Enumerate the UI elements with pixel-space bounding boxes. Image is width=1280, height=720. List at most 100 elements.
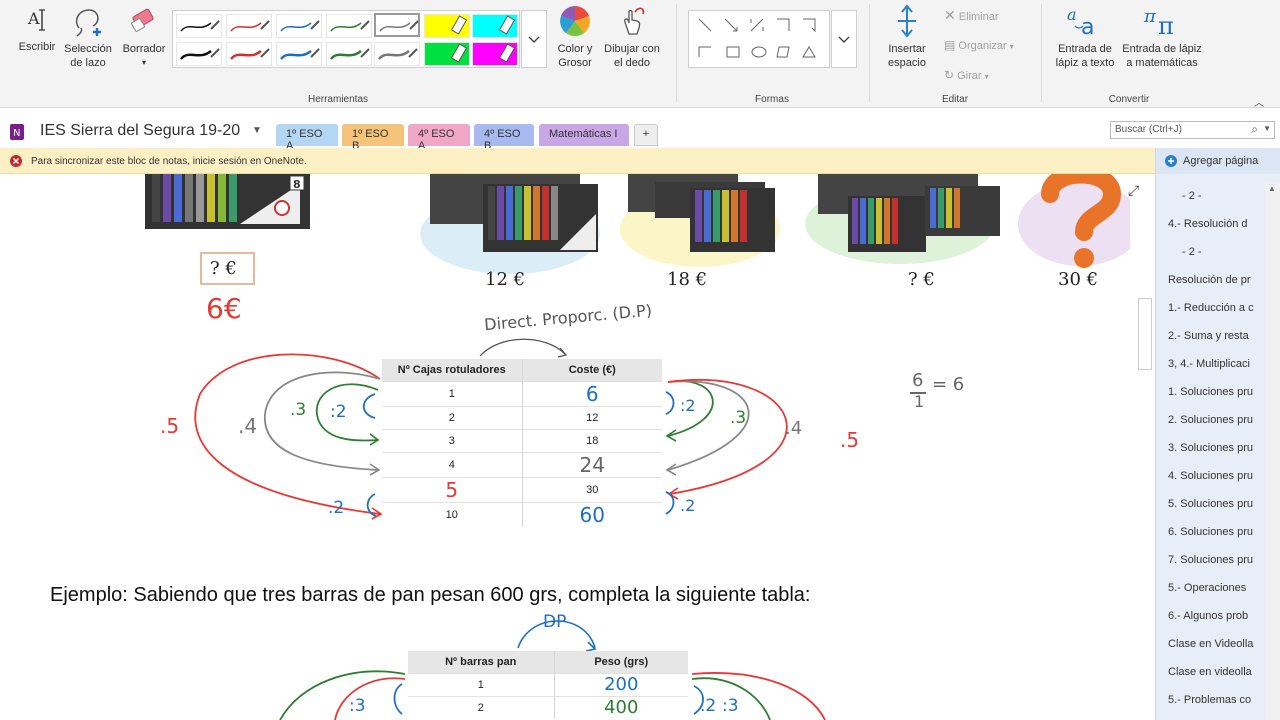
page-list-item[interactable]: 6.- Algunos prob [1168, 610, 1249, 622]
canvas-scrollbar[interactable] [1138, 298, 1152, 370]
pen-gallery-expand[interactable] [521, 10, 547, 68]
page-list-item[interactable]: - 2 - [1182, 246, 1202, 258]
shapes-icons [698, 18, 816, 58]
page-list-item[interactable]: 5.- Problemas co [1168, 694, 1252, 706]
section-tab[interactable]: Matemáticas I [539, 124, 629, 146]
eraser-dropdown-icon[interactable]: ▾ [141, 58, 146, 67]
triangle-shape-icon [802, 46, 816, 58]
marker-boxes-illustration: 8 [145, 174, 1130, 274]
table1-cell[interactable]: 5 [382, 476, 523, 502]
pen-black-2[interactable] [176, 42, 222, 66]
scroll-up-icon[interactable]: ▲ [1268, 184, 1276, 193]
page-list-item[interactable]: 5. Soluciones pru [1168, 498, 1253, 510]
insert-space-button[interactable]: Insertar espacio [880, 4, 934, 70]
pen-green-2[interactable] [326, 42, 372, 66]
page-list-item[interactable]: 7. Soluciones pru [1168, 554, 1253, 566]
highlighter-magenta[interactable] [472, 42, 518, 66]
collapse-ribbon-icon[interactable]: ︿ [1254, 98, 1264, 109]
handwritten-value: 24 [579, 452, 605, 477]
rotate-button[interactable]: ↻ Girar ▾ [944, 68, 989, 84]
pen-blue-1[interactable] [276, 14, 322, 38]
table2-cell[interactable]: 2 [408, 695, 555, 719]
delete-button[interactable]: ✕ Eliminar [944, 8, 999, 24]
page-list-item[interactable]: Clase en Videolla [1168, 638, 1254, 650]
lasso-label-1: Selección [64, 43, 112, 55]
eraser-button[interactable]: Borrador ▾ [118, 6, 170, 70]
pen-gray-2[interactable] [374, 42, 420, 66]
search-input[interactable]: Buscar (Ctrl+J) ⌕ ▼ [1110, 121, 1275, 139]
left-op-times2: .2 [328, 498, 345, 518]
shapes-gallery-expand[interactable] [831, 10, 857, 68]
chevron-down-icon[interactable]: ▼ [1263, 124, 1271, 133]
table1-cell[interactable]: 18 [522, 428, 662, 452]
page-list-item[interactable]: Resolución de pr [1168, 274, 1251, 286]
pen-stroke-icon [280, 48, 320, 60]
page-list-item[interactable]: 4.- Resolución d [1168, 218, 1248, 230]
pen-gray-selected[interactable] [374, 13, 420, 37]
pen-green-1[interactable] [326, 14, 372, 38]
table2-cell[interactable]: 400 [554, 695, 688, 719]
table2-cell[interactable]: 200 [554, 672, 688, 696]
table1-cell[interactable]: 2 [382, 405, 523, 429]
svg-text:a: a [1067, 5, 1077, 24]
lasso-button[interactable]: Selección de lazo [60, 6, 116, 70]
group-separator [676, 4, 677, 102]
table1-cell[interactable]: 24 [522, 451, 662, 477]
svg-text:π: π [1158, 12, 1174, 38]
pen-blue-2[interactable] [276, 42, 322, 66]
section-tab[interactable]: 1º ESO B [342, 124, 404, 152]
highlighter-green[interactable] [424, 42, 470, 66]
table1-cell[interactable]: 12 [522, 405, 662, 429]
section-tab[interactable]: + [634, 124, 658, 146]
page-list-item[interactable]: 5.- Operaciones [1168, 582, 1247, 594]
section-tab[interactable]: 4º ESO A [408, 124, 470, 152]
arrange-button[interactable]: ▤ Organizar ▾ [944, 38, 1014, 54]
table1-cell[interactable]: 1 [382, 380, 523, 406]
draw-with-finger-button[interactable]: Dibujar con el dedo [600, 4, 664, 70]
page-list-item[interactable]: 2. Soluciones pru [1168, 414, 1253, 426]
page-list-item[interactable]: Clase en videolla [1168, 666, 1252, 678]
pen-red-2[interactable] [226, 42, 272, 66]
highlighter-yellow[interactable] [424, 14, 470, 38]
pen-stroke-icon [230, 20, 270, 32]
pen-black-1[interactable] [176, 14, 222, 38]
section-tab[interactable]: 1º ESO A [276, 124, 338, 152]
page-list-item[interactable]: 4. Soluciones pru [1168, 470, 1253, 482]
left-op-times3: .3 [290, 400, 307, 420]
arrange-label: Organizar [958, 40, 1007, 52]
expand-page-icon[interactable]: ⤢ [1128, 182, 1140, 198]
table1-cell[interactable]: 10 [382, 501, 523, 527]
page-list-item[interactable]: 1. Soluciones pru [1168, 386, 1253, 398]
pen-red-1[interactable] [226, 14, 272, 38]
page-list-item[interactable]: 1.- Reducción a c [1168, 302, 1254, 314]
page-list-item[interactable]: 6. Soluciones pru [1168, 526, 1253, 538]
highlighter-cyan[interactable] [472, 14, 518, 38]
ink-to-text-button[interactable]: a a Entrada de lápiz a texto [1052, 4, 1118, 70]
write-button[interactable]: A Escribir [16, 6, 58, 54]
page-list-item[interactable]: 3, 4.- Multiplicaci [1168, 358, 1250, 370]
table1-cell[interactable]: 60 [522, 501, 662, 527]
page-list-item[interactable]: 3. Soluciones pru [1168, 442, 1253, 454]
handwritten-value: 200 [604, 674, 639, 695]
svg-text:8: 8 [293, 178, 301, 191]
color-size-button[interactable]: Color y Grosor [552, 4, 598, 70]
section-tab[interactable]: 4º ESO B [474, 124, 534, 152]
page-canvas[interactable]: 8 [0, 174, 1155, 720]
finger-label-1: Dibujar con [604, 43, 660, 55]
table2-cell[interactable]: 1 [408, 672, 555, 696]
page-list-item[interactable]: - 2 - [1182, 190, 1202, 202]
notebook-title[interactable]: IES Sierra del Segura 19-20 [40, 122, 241, 139]
pages-scrollbar[interactable]: ▲ [1265, 182, 1280, 720]
price-unknown-2: ? € [908, 269, 935, 290]
table1-cell[interactable]: 30 [522, 476, 662, 502]
table1-cell[interactable]: 6 [522, 380, 662, 406]
table1-cell[interactable]: 4 [382, 451, 523, 477]
handwritten-answer-6: 6€ [206, 292, 242, 325]
sync-warning-bar: Para sincronizar este bloc de notas, ini… [0, 148, 1155, 174]
ink-to-math-button[interactable]: π π Entrada de lápiz a matemáticas [1120, 4, 1204, 70]
group-separator [1041, 4, 1042, 102]
chevron-down-icon[interactable]: ▼ [252, 125, 262, 136]
add-page-button[interactable]: Agregar página [1156, 148, 1280, 174]
page-list-item[interactable]: 2.- Suma y resta [1168, 330, 1249, 342]
table1-cell[interactable]: 3 [382, 428, 523, 452]
